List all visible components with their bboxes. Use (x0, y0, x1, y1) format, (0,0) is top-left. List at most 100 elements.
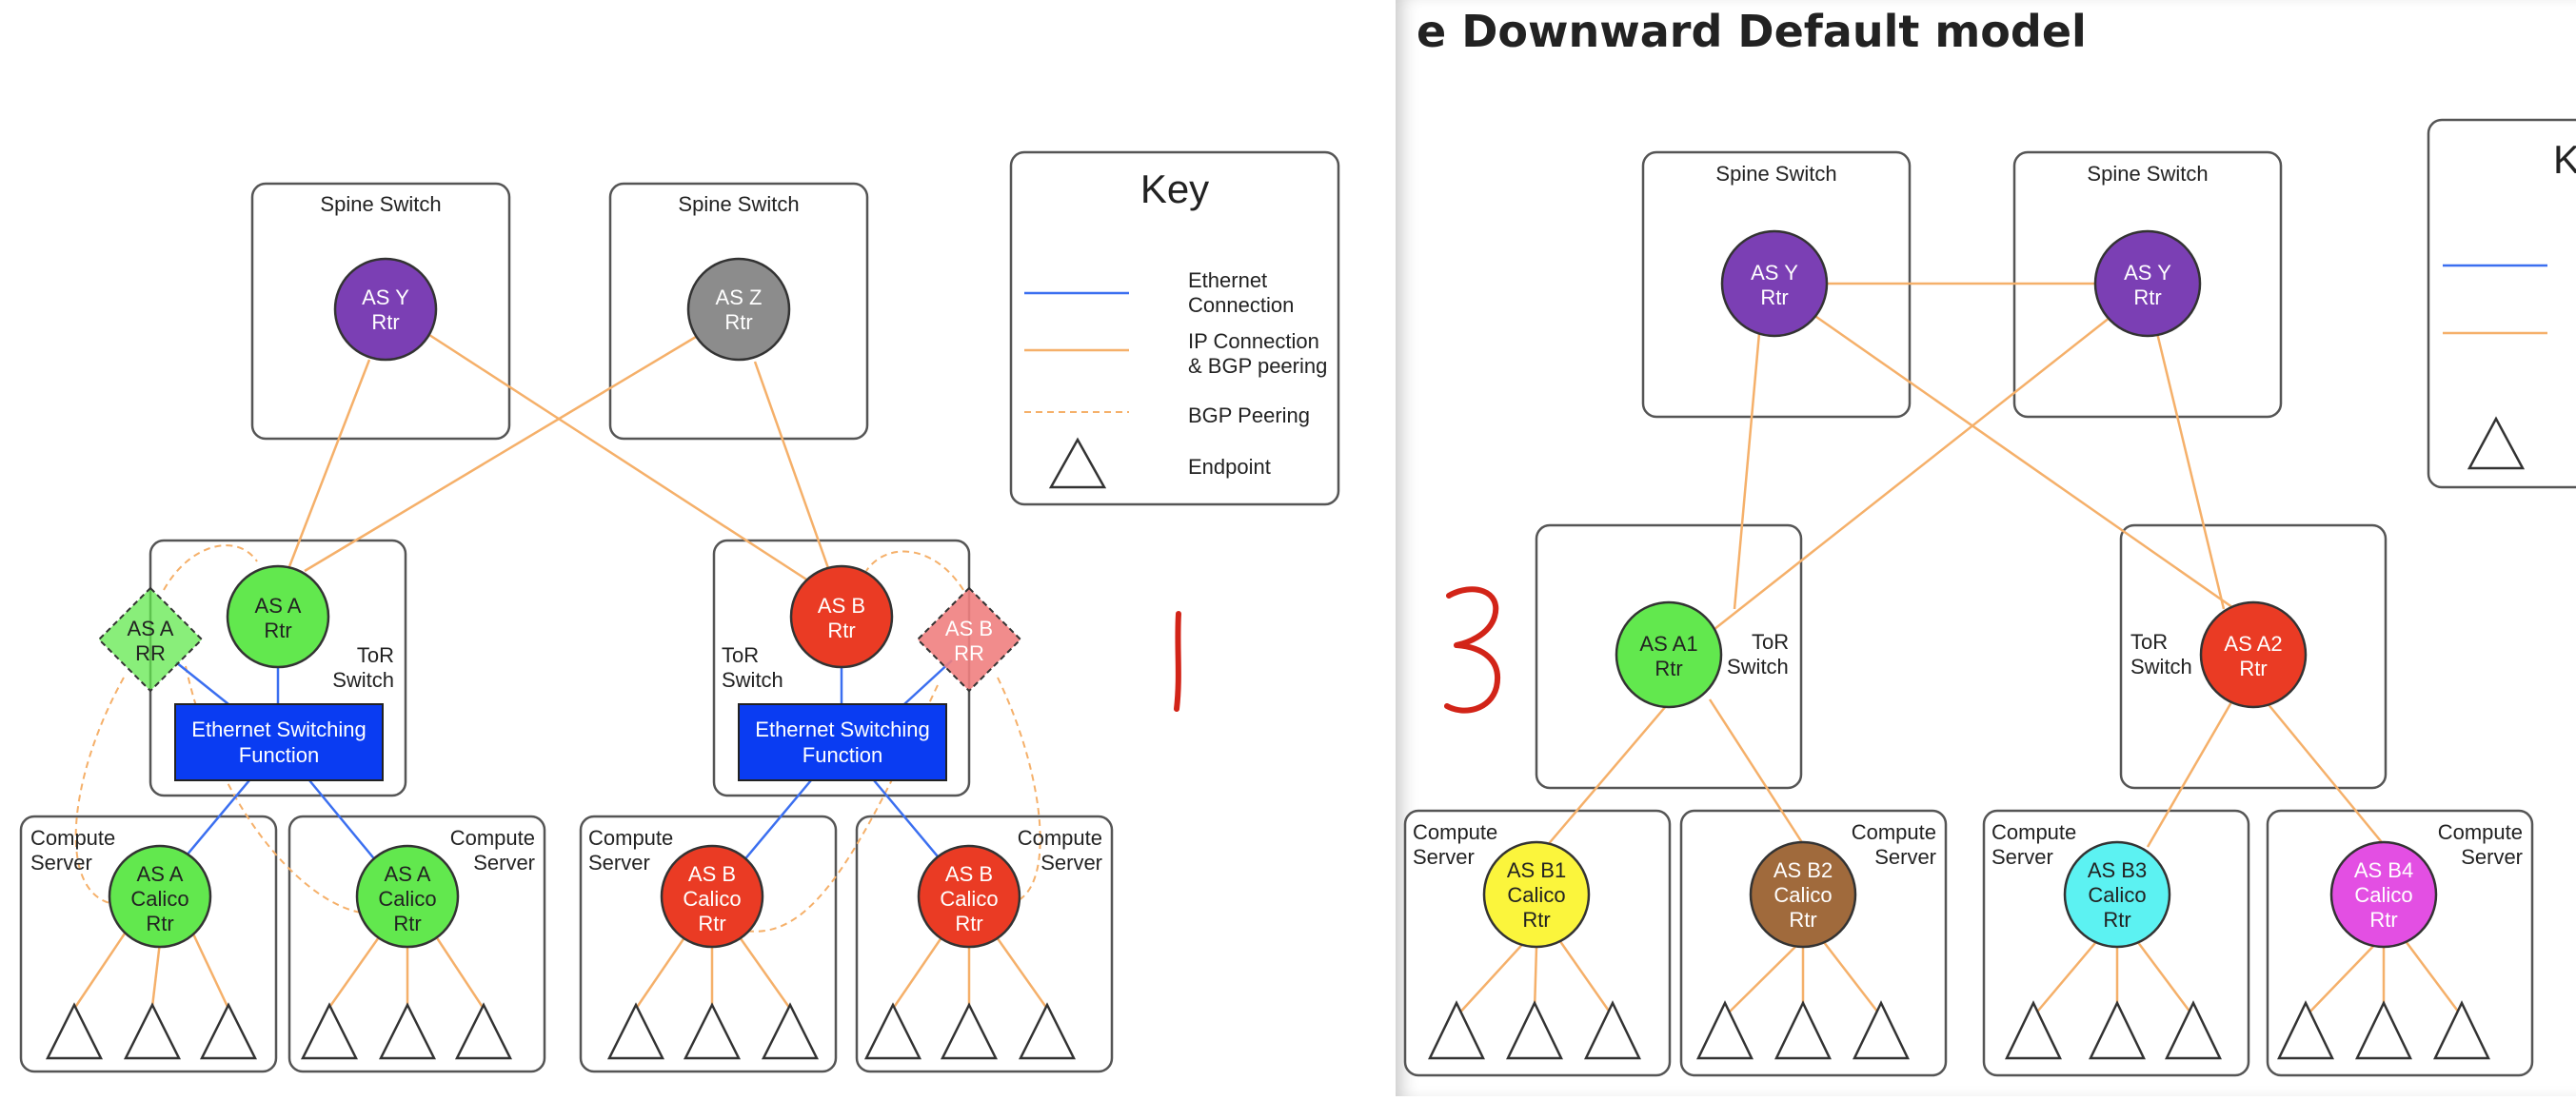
calico-router-b1 (1482, 840, 1591, 949)
route-reflector-as-b-label-b: RR (954, 641, 984, 665)
key-title-partial: K (2553, 137, 2576, 182)
tor-switch-label-r2b: Switch (2130, 655, 2192, 678)
compute-server-label-3: Compute (588, 826, 673, 850)
right-diagram: e Downward Default model K (1396, 0, 2576, 1096)
tor-router-as-a1 (1615, 600, 1723, 709)
calico-router-1-label: AS A (137, 862, 184, 886)
ip-connections (72, 331, 1049, 1010)
endpoint-icon (1774, 1000, 1832, 1060)
endpoint-icon (606, 1002, 665, 1060)
handwritten-annotation-one (1174, 611, 1181, 712)
key-box (1009, 150, 1340, 506)
calico-router-2-label-b: Calico (378, 887, 436, 911)
endpoint-icon (1428, 1000, 1485, 1060)
key-title: Key (1140, 167, 1209, 211)
calico-router-1-label-c: Rtr (146, 912, 173, 935)
tor-switch-label-2: ToR (722, 643, 759, 667)
compute-server-label-1b: Server (30, 851, 92, 875)
ethernet-switching-label-2: Ethernet Switching (755, 718, 929, 741)
compute-server-label-1: Compute (30, 826, 115, 850)
calico-router-1 (108, 844, 212, 949)
calico-router-b4-label-c: Rtr (2369, 908, 2397, 932)
endpoint-icon (761, 1002, 820, 1060)
compute-server-label-r3: Compute (1991, 820, 2076, 844)
spine-router-r1-label: AS Y (1751, 261, 1798, 285)
calico-router-b1-label-c: Rtr (1522, 908, 1550, 932)
ip-connections-right (1456, 282, 2464, 1017)
calico-router-b3-label: AS B3 (2088, 858, 2147, 882)
ethernet-switching-box-2 (738, 703, 947, 781)
route-reflector-as-a (97, 586, 204, 693)
calico-router-b2-label-b: Calico (1773, 883, 1832, 907)
endpoint-icon (1853, 1000, 1910, 1060)
endpoint-icon (2005, 1000, 2062, 1060)
compute-server-label-2b: Server (473, 851, 535, 875)
compute-server-label-r2b: Server (1874, 845, 1936, 869)
route-reflector-as-a-label-b: RR (135, 641, 166, 665)
calico-router-3-label-b: Calico (683, 887, 741, 911)
calico-router-3-label: AS B (688, 862, 736, 886)
endpoint-triangles (45, 1002, 1077, 1060)
tor-router-as-a1-label: AS A1 (1639, 632, 1697, 656)
spine-switch-label-r1: Spine Switch (1715, 162, 1836, 186)
tor-switch-label-2b: Switch (722, 668, 783, 692)
tor-switch-label-1: ToR (357, 643, 394, 667)
tor-switch-label-r2: ToR (2130, 630, 2168, 654)
spine-switch-label-1: Spine Switch (320, 192, 441, 216)
calico-router-b2-label-c: Rtr (1789, 908, 1816, 932)
spine-router-as-y-r2 (2093, 229, 2202, 338)
calico-router-1-label-b: Calico (130, 887, 188, 911)
spine-router-r2-label-b: Rtr (2133, 285, 2161, 309)
tor-router-as-a (226, 564, 330, 669)
key-ip-label: IP Connection (1188, 329, 1319, 353)
spine-switch-label-2: Spine Switch (678, 192, 799, 216)
spine-switch-label-r2: Spine Switch (2087, 162, 2208, 186)
route-reflector-as-b-label: AS B (945, 617, 993, 640)
tor-router-as-a2-label: AS A2 (2224, 632, 2282, 656)
key-endpoint-icon (1048, 437, 1107, 489)
spine-router-r2-label: AS Y (2124, 261, 2171, 285)
endpoint-icon (45, 1002, 104, 1060)
compute-server-label-4b: Server (1040, 851, 1102, 875)
calico-router-4 (917, 844, 1021, 949)
compute-server-label-r2: Compute (1852, 820, 1936, 844)
endpoint-icon (454, 1002, 513, 1060)
spine-router-as-z-label-b: Rtr (724, 310, 752, 334)
endpoint-icon (123, 1002, 182, 1060)
key-ip-label-b: & BGP peering (1188, 354, 1327, 378)
calico-router-b1-label-b: Calico (1507, 883, 1565, 907)
calico-router-b4-label-b: Calico (2354, 883, 2412, 907)
handwritten-annotation-text-r: 3 (1453, 662, 1456, 667)
calico-router-b1-label: AS B1 (1507, 858, 1566, 882)
calico-router-4-label-b: Calico (940, 887, 998, 911)
tor-router-as-b-label-b: Rtr (827, 619, 855, 642)
calico-router-b4 (2329, 840, 2438, 949)
spine-router-as-z (686, 257, 791, 362)
key-ethernet-label: Ethernet (1188, 268, 1267, 292)
endpoint-icon (1506, 1000, 1563, 1060)
endpoint-icon (683, 1002, 742, 1060)
endpoint-icon (2355, 1000, 2412, 1060)
endpoint-icon (2089, 1000, 2146, 1060)
ethernet-switching-label-1: Ethernet Switching (191, 718, 366, 741)
key-ethernet-label-b: Connection (1188, 293, 1294, 317)
compute-server-label-r1: Compute (1413, 820, 1497, 844)
endpoint-icon (2433, 1000, 2490, 1060)
endpoint-icon (940, 1002, 999, 1060)
ethernet-switching-box-1 (174, 703, 384, 781)
compute-server-label-r4b: Server (2461, 845, 2523, 869)
spine-router-as-z-label: AS Z (716, 285, 763, 309)
spine-router-as-y-r1 (1720, 229, 1829, 338)
tor-router-as-a-label-b: Rtr (264, 619, 291, 642)
route-reflector-as-a-label: AS A (128, 617, 174, 640)
calico-router-3 (660, 844, 764, 949)
ethernet-switching-label-1b: Function (239, 743, 319, 767)
tor-router-as-a2-label-b: Rtr (2239, 657, 2267, 680)
key-box-partial (2427, 118, 2576, 489)
spine-router-r1-label-b: Rtr (1760, 285, 1788, 309)
ethernet-switching-label-2b: Function (803, 743, 882, 767)
tor-switch-label-r1: ToR (1752, 630, 1789, 654)
calico-router-b2-label: AS B2 (1773, 858, 1833, 882)
calico-router-2-label-c: Rtr (393, 912, 421, 935)
calico-router-2-label: AS A (385, 862, 431, 886)
